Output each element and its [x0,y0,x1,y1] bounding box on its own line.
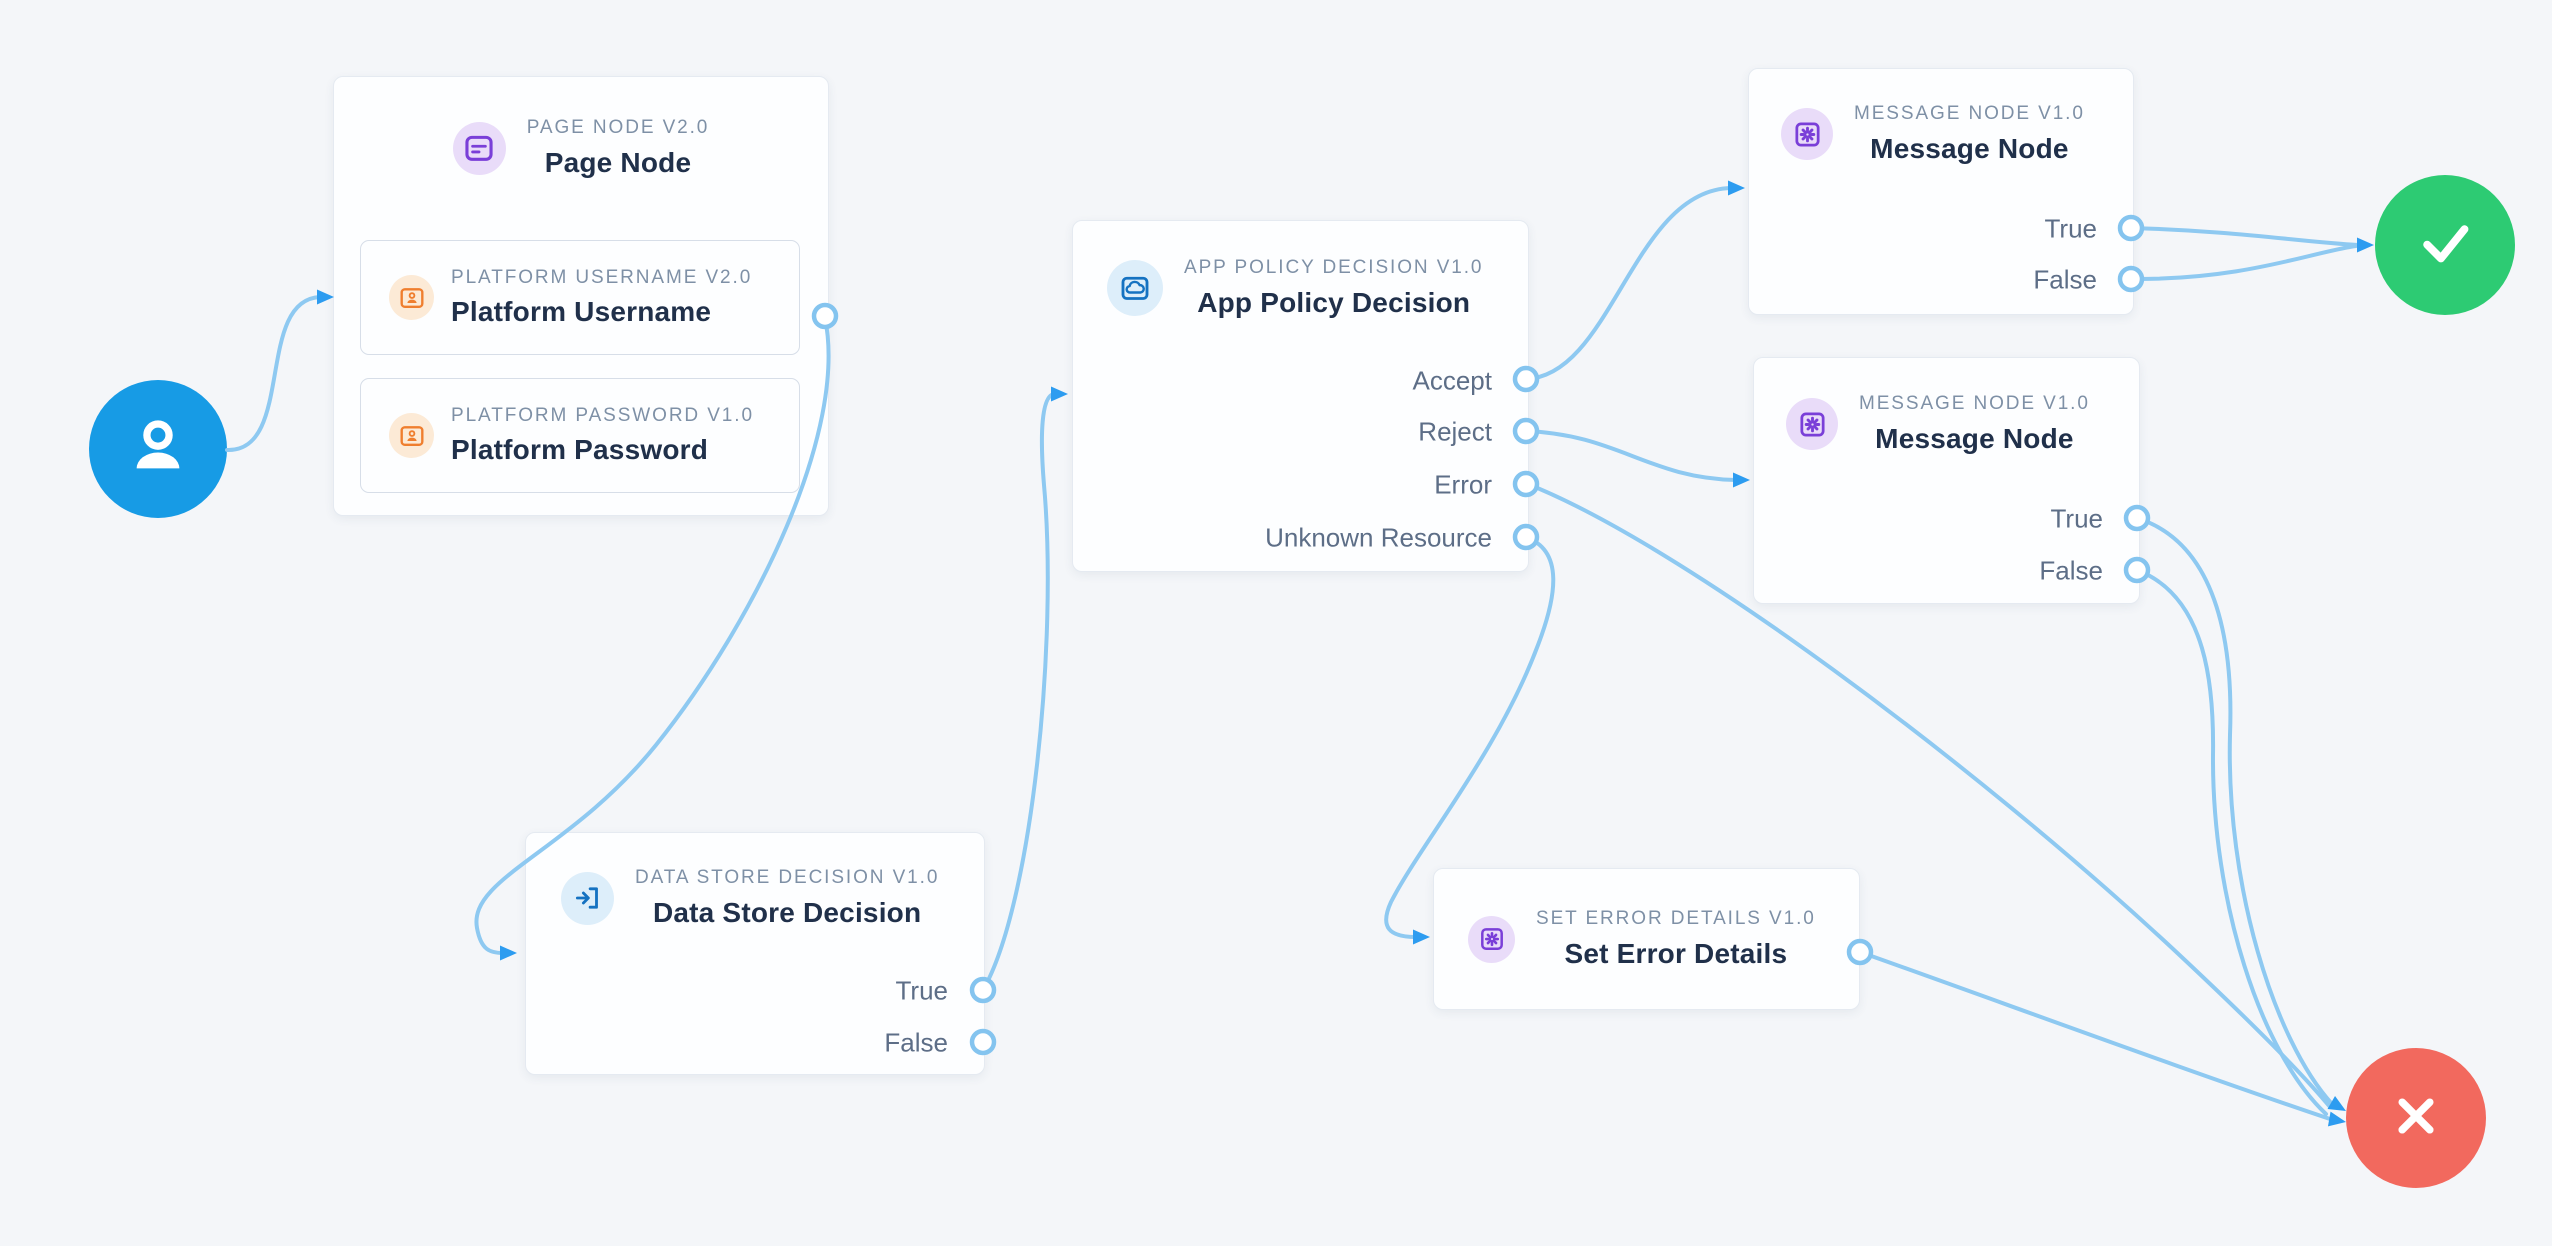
port-message-bottom-true[interactable] [2123,504,2151,532]
node-data-store-decision[interactable]: DATA STORE DECISION V1.0 Data Store Deci… [525,832,985,1075]
check-icon [2406,204,2484,287]
start-node[interactable] [89,380,227,518]
arrow-into-message-node-top [1728,180,1745,196]
page-icon [452,121,506,175]
id-card-icon [389,275,434,320]
node-header: APP POLICY DECISION V1.0 App Policy Deci… [1107,252,1483,324]
subnode-platform-password[interactable]: PLATFORM PASSWORD V1.0 Platform Password [360,378,800,493]
node-set-error-details[interactable]: SET ERROR DETAILS V1.0 Set Error Details [1433,868,1860,1010]
node-type-label: APP POLICY DECISION V1.0 [1184,257,1484,278]
node-title: Message Node [1870,133,2069,164]
port-message-bottom-false[interactable] [2123,556,2151,584]
gear-icon [1781,108,1833,160]
edge-message-top-false-to-success[interactable] [2129,244,2358,282]
arrow-into-page-node [317,289,334,305]
output-false: False [2033,264,2097,295]
output-error: Error [1434,469,1492,500]
port-data-store-false[interactable] [969,1028,997,1056]
arrow-into-success [2357,237,2374,253]
output-false: False [2039,555,2103,586]
gear-icon [1468,915,1515,963]
sign-in-icon [561,871,614,925]
x-icon [2377,1077,2455,1160]
arrow-into-message-node-bottom [1733,472,1750,488]
port-app-policy-error[interactable] [1512,470,1540,498]
node-type-label: MESSAGE NODE V1.0 [1859,393,2090,414]
gear-icon [1786,398,1838,450]
node-type-label: DATA STORE DECISION V1.0 [635,867,940,888]
node-title: Platform Password [451,434,709,465]
output-true: True [2050,503,2104,534]
failure-node[interactable] [2346,1048,2486,1188]
edge-data-store-true-to-app-policy[interactable] [981,392,1056,992]
output-false: False [884,1027,948,1058]
node-header: DATA STORE DECISION V1.0 Data Store Deci… [561,862,939,934]
port-set-error-details[interactable] [1846,938,1874,966]
user-icon [120,409,196,490]
output-accept: Accept [1412,365,1493,396]
port-platform-username[interactable] [811,302,839,330]
edge-reject-to-message-node-bottom[interactable] [1522,429,1738,482]
arrow-into-failure-lower [2327,1111,2346,1127]
node-message-node-bottom[interactable]: MESSAGE NODE V1.0 Message Node True Fals… [1753,357,2140,604]
node-type-label: SET ERROR DETAILS V1.0 [1536,908,1816,929]
port-app-policy-unknown-resource[interactable] [1512,523,1540,551]
output-unknown-resource: Unknown Resource [1265,522,1492,553]
port-app-policy-accept[interactable] [1512,365,1540,393]
node-type-label: PLATFORM USERNAME V2.0 [451,267,753,288]
node-type-label: PAGE NODE V2.0 [526,117,710,138]
arrow-into-data-store [500,945,517,961]
node-title: Data Store Decision [652,897,922,928]
node-title: Platform Username [451,296,712,327]
port-message-top-true[interactable] [2117,214,2145,242]
node-page-node[interactable]: PAGE NODE V2.0 Page Node PLATFORM USERNA… [333,76,829,516]
edge-start-to-page-node[interactable] [225,295,322,453]
node-title: App Policy Decision [1197,287,1471,318]
edge-message-bottom-true-to-failure[interactable] [2135,516,2334,1106]
output-true: True [895,975,949,1006]
node-title: Page Node [544,147,692,178]
node-title: Set Error Details [1564,938,1788,969]
port-message-top-false[interactable] [2117,265,2145,293]
edge-message-bottom-false-to-failure[interactable] [2135,568,2328,1116]
node-header: MESSAGE NODE V1.0 Message Node [1781,98,2085,170]
node-header: SET ERROR DETAILS V1.0 Set Error Details [1468,869,1816,1009]
node-type-label: MESSAGE NODE V1.0 [1854,103,2085,124]
success-node[interactable] [2375,175,2515,315]
node-header: MESSAGE NODE V1.0 Message Node [1786,388,2090,460]
edge-accept-to-message-node-top[interactable] [1524,186,1733,381]
edge-message-top-true-to-success[interactable] [2129,226,2360,247]
cloud-icon [1107,260,1163,316]
output-reject: Reject [1418,416,1492,447]
edge-set-error-details-to-failure[interactable] [1858,950,2332,1121]
arrow-into-set-error-details [1413,929,1430,945]
subnode-platform-username[interactable]: PLATFORM USERNAME V2.0 Platform Username [360,240,800,355]
node-header: PAGE NODE V2.0 Page Node [334,117,828,179]
node-message-node-top[interactable]: MESSAGE NODE V1.0 Message Node True Fals… [1748,68,2134,315]
port-data-store-true[interactable] [969,976,997,1004]
arrow-into-app-policy [1051,386,1068,402]
node-type-label: PLATFORM PASSWORD V1.0 [451,405,754,426]
port-app-policy-reject[interactable] [1512,417,1540,445]
node-title: Message Node [1875,423,2074,454]
output-true: True [2044,213,2098,244]
node-app-policy-decision[interactable]: APP POLICY DECISION V1.0 App Policy Deci… [1072,220,1529,572]
id-card-icon [389,413,434,458]
